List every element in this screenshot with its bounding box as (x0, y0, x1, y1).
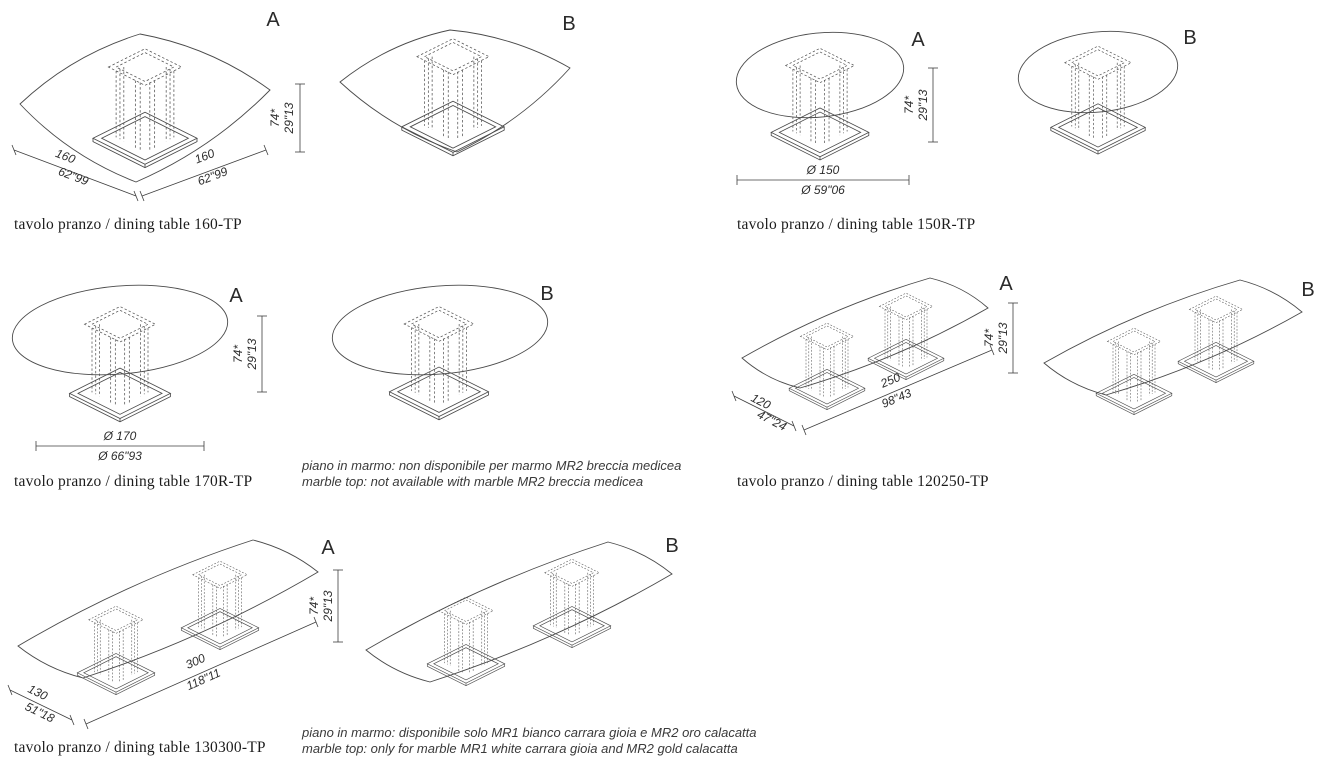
width-right-dimension (139, 144, 269, 202)
width-left-dimension (7, 684, 75, 726)
pedestal-base-right (1177, 295, 1255, 383)
drawing-160tp-variant-b: B (339, 13, 576, 157)
tabletop-outline (1017, 30, 1179, 114)
pedestal-base-left (1095, 327, 1173, 415)
height-dimension (1008, 302, 1018, 374)
width-left-dimension (731, 390, 797, 432)
variant-b-label: B (540, 283, 553, 305)
pedestal-base (1050, 45, 1146, 155)
width-left-dimension (11, 144, 139, 202)
width-right-dimension (83, 616, 319, 730)
dim-height-in: 29"13 (916, 89, 930, 121)
drawing-150rtp-variant-a: Ø 150 Ø 59"06 74* 29"13 A (735, 29, 938, 197)
variant-b-label: B (1183, 27, 1196, 49)
pedestal-base-left (76, 605, 156, 696)
pedestal-base-right (532, 558, 612, 649)
dim-width-left-cm: 160 (54, 146, 78, 166)
drawing-170rtp-variant-b: B (331, 283, 554, 421)
dim-height-cm: 74* (982, 329, 996, 347)
note-english: marble top: only for marble MR1 white ca… (302, 741, 738, 756)
variant-a-label: A (999, 273, 1013, 295)
width-right-dimension (801, 344, 995, 436)
pedestal-base (92, 48, 198, 169)
tabletop-outline (331, 284, 549, 376)
tabletop-outline (17, 539, 319, 679)
drawing-170rtp-variant-a: Ø 170 Ø 66"93 74* 29"13 A (11, 284, 267, 463)
note-italian: piano in marmo: disponibile solo MR1 bia… (302, 725, 757, 740)
dim-width-left-in: 62"99 (56, 164, 90, 188)
dim-height-cm: 74* (231, 345, 245, 363)
dim-height-in: 29"13 (282, 102, 296, 134)
height-dimension (257, 315, 267, 393)
dim-diameter-in: Ø 59"06 (800, 183, 845, 197)
tabletop-outline (11, 284, 229, 376)
pedestal-base (770, 47, 870, 161)
tabletop-outline (365, 541, 673, 683)
diameter-dimension (35, 441, 205, 451)
note-english: marble top: not available with marble MR… (302, 474, 644, 489)
caption-120250tp: tavolo pranzo / dining table 120250-TP (737, 473, 989, 490)
height-dimension (928, 67, 938, 143)
height-dimension (295, 83, 305, 153)
drawing-150rtp-variant-b: B (1017, 27, 1197, 155)
dim-width-right-in: 62"99 (196, 164, 230, 188)
drawing-130300tp-variant-b: B (365, 535, 679, 687)
variant-a-label: A (321, 537, 335, 559)
dim-height-cm: 74* (268, 109, 282, 127)
pedestal-base-right (867, 292, 945, 380)
caption-150rtp: tavolo pranzo / dining table 150R-TP (737, 216, 976, 233)
caption-170rtp: tavolo pranzo / dining table 170R-TP (14, 473, 253, 490)
dim-width-left-in: 51"18 (23, 699, 57, 725)
dim-height-in: 29"13 (321, 590, 335, 622)
drawing-160tp-variant-a: 74* 29"13 160 62"99 160 62"99 A (11, 9, 305, 202)
variant-b-label: B (562, 13, 575, 35)
note-130300tp: piano in marmo: disponibile solo MR1 bia… (302, 725, 757, 757)
dim-width-right-cm: 160 (193, 146, 217, 166)
dim-height-in: 29"13 (996, 322, 1010, 354)
dim-diameter-in: Ø 66"93 (97, 449, 142, 463)
tabletop-outline (19, 33, 271, 183)
dim-width-right-cm: 300 (183, 651, 207, 672)
tabletop-outline (1043, 279, 1303, 396)
variant-a-label: A (229, 285, 243, 307)
variant-a-label: A (266, 9, 280, 31)
caption-160tp: tavolo pranzo / dining table 160-TP (14, 216, 242, 233)
tabletop-outline (735, 31, 905, 119)
note-italian: piano in marmo: non disponibile per marm… (302, 458, 682, 473)
pedestal-base (401, 38, 505, 157)
caption-130300tp: tavolo pranzo / dining table 130300-TP (14, 739, 266, 756)
drawing-120250tp-variant-b: B (1043, 279, 1315, 415)
dim-diameter-cm: Ø 150 (806, 163, 840, 177)
dim-height-in: 29"13 (245, 338, 259, 370)
variant-b-label: B (1301, 279, 1314, 301)
tabletop-outline (741, 277, 989, 389)
height-dimension (333, 569, 343, 643)
variant-b-label: B (665, 535, 678, 557)
variant-a-label: A (911, 29, 925, 51)
dim-diameter-cm: Ø 170 (103, 429, 137, 443)
diameter-dimension (736, 175, 910, 185)
drawing-130300tp-variant-a: 130 51"18 300 118"11 74* 29"13 A (7, 537, 343, 730)
dim-width-right-cm: 250 (878, 370, 903, 391)
dim-height-cm: 74* (307, 597, 321, 615)
note-170rtp: piano in marmo: non disponibile per marm… (302, 458, 681, 490)
pedestal-base (69, 306, 171, 423)
pedestal-base (389, 306, 489, 421)
dim-width-left-in: 47"24 (755, 407, 789, 434)
drawing-120250tp-variant-a: 120 47"24 250 98"43 74* 29"13 A (731, 273, 1018, 436)
pedestal-base-left (788, 322, 866, 410)
tabletop-outline (339, 29, 571, 153)
dim-height-cm: 74* (902, 96, 916, 114)
